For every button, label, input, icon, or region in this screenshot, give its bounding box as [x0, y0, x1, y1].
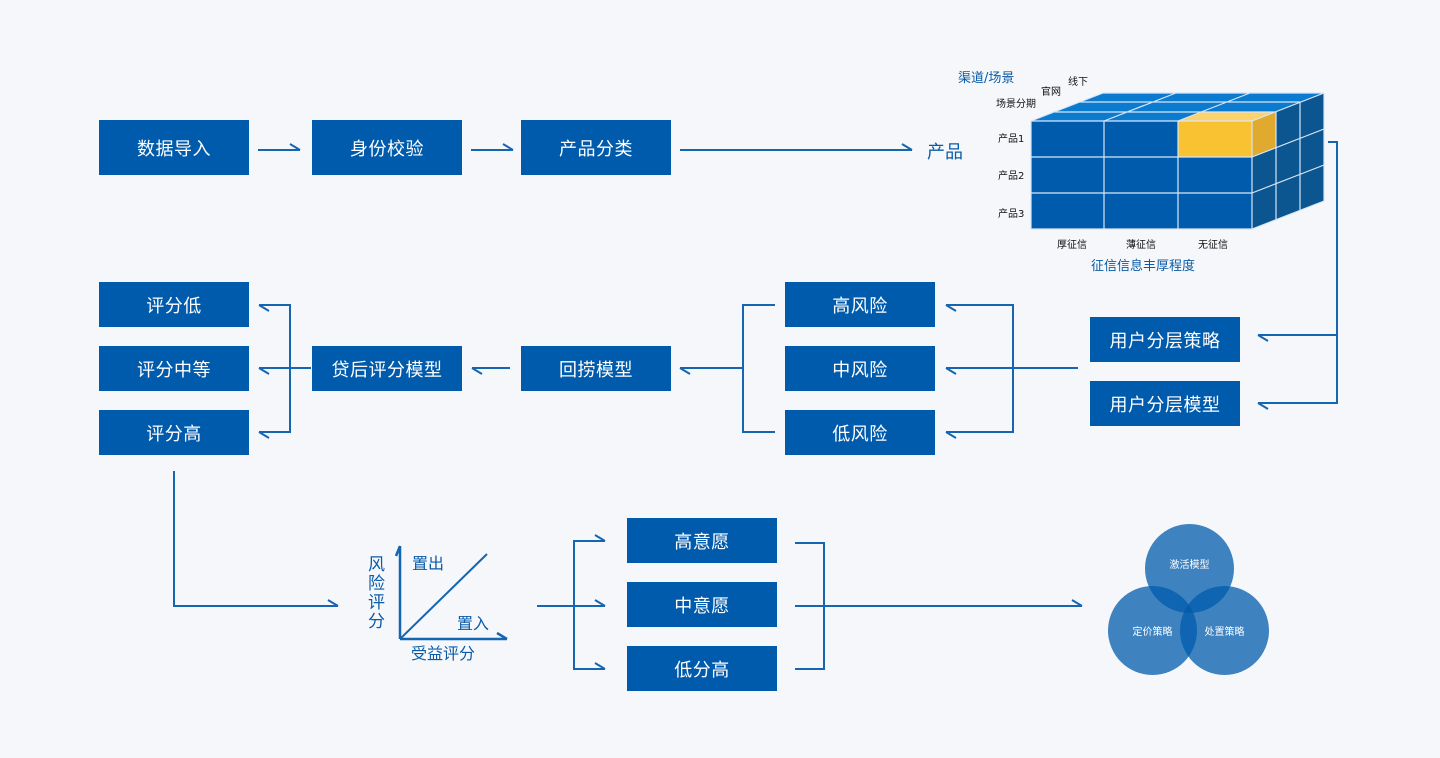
intent-arrowheads [594, 534, 606, 670]
venn-pricing-label: 定价策略 [1132, 627, 1173, 638]
data-import-box[interactable]: 数据导入 [99, 120, 249, 175]
x-axis [400, 631, 508, 641]
mid-risk-box[interactable]: 中风险 [785, 346, 935, 391]
venn-disposal-label: 处置策略 [1204, 627, 1245, 638]
score-to-matrix-arrow [173, 471, 339, 607]
zone-out-label: 置出 [412, 554, 445, 573]
arrow-recovery-to-postloan [471, 367, 510, 375]
product-classify-box[interactable]: 产品分类 [521, 120, 671, 175]
zone-in-label: 置入 [457, 614, 490, 633]
identity-verify-box[interactable]: 身份校验 [312, 120, 462, 175]
cube-to-user-bracket [1258, 141, 1338, 404]
arrowhead-user-model [1257, 402, 1269, 410]
user-strategy-box[interactable]: 用户分层策略 [1090, 317, 1240, 362]
arrow-verify-to-classify [471, 143, 514, 151]
col-label-none: 无征信 [1198, 240, 1228, 251]
y-axis-label: 风险评分 [368, 555, 385, 632]
row-label-product3: 产品3 [998, 209, 1025, 220]
venn-disposal-strategy[interactable]: 处置策略 [1180, 586, 1269, 675]
col-label-thick: 厚征信 [1057, 240, 1087, 251]
intent-bracket-left [573, 540, 605, 670]
arrow-import-to-verify [258, 143, 301, 151]
cube-depth-title: 渠道/场景 [958, 71, 1015, 86]
cube-grid [1030, 92, 1325, 230]
low-risk-box[interactable]: 低风险 [785, 410, 935, 455]
arrow-classify-to-product [680, 143, 913, 151]
highlight-top [1178, 112, 1276, 121]
row-label-product2: 产品2 [998, 171, 1025, 182]
score-bracket [259, 304, 291, 433]
intent-to-venn-arrow [795, 599, 1083, 607]
score-mid-box[interactable]: 评分中等 [99, 346, 249, 391]
diagonal-line [399, 553, 488, 640]
highlight-side [1252, 112, 1276, 157]
venn-activation-label: 激活模型 [1169, 560, 1210, 571]
depth-label-scenario: 场景分期 [996, 99, 1036, 110]
risk-arrowheads [945, 304, 957, 439]
x-axis-label: 受益评分 [411, 644, 476, 663]
arrowhead-user-strategy [1257, 334, 1269, 342]
depth-label-offline: 线下 [1068, 77, 1088, 88]
low-score-high-box[interactable]: 低分高 [627, 646, 777, 691]
score-arrowheads [258, 304, 270, 439]
arrow-risk-to-recovery [679, 367, 743, 375]
risk-bracket-right [946, 304, 1014, 433]
user-model-box[interactable]: 用户分层模型 [1090, 381, 1240, 426]
high-risk-box[interactable]: 高风险 [785, 282, 935, 327]
col-label-thin: 薄征信 [1126, 240, 1156, 251]
cube-axis-label: 征信信息丰厚程度 [1091, 259, 1196, 274]
mid-intent-box[interactable]: 中意愿 [627, 582, 777, 627]
score-high-box[interactable]: 评分高 [99, 410, 249, 455]
high-intent-box[interactable]: 高意愿 [627, 518, 777, 563]
recovery-model-box[interactable]: 回捞模型 [521, 346, 671, 391]
y-axis [394, 545, 402, 639]
connectors [173, 141, 1338, 670]
risk-bracket-left [742, 304, 775, 433]
data-cube [1030, 92, 1325, 230]
score-low-box[interactable]: 评分低 [99, 282, 249, 327]
row-label-product1: 产品1 [998, 134, 1025, 145]
depth-label-website: 官网 [1041, 87, 1061, 98]
highlight-front [1178, 121, 1252, 157]
product-label: 产品 [927, 142, 963, 163]
post-loan-model-box[interactable]: 贷后评分模型 [312, 346, 462, 391]
